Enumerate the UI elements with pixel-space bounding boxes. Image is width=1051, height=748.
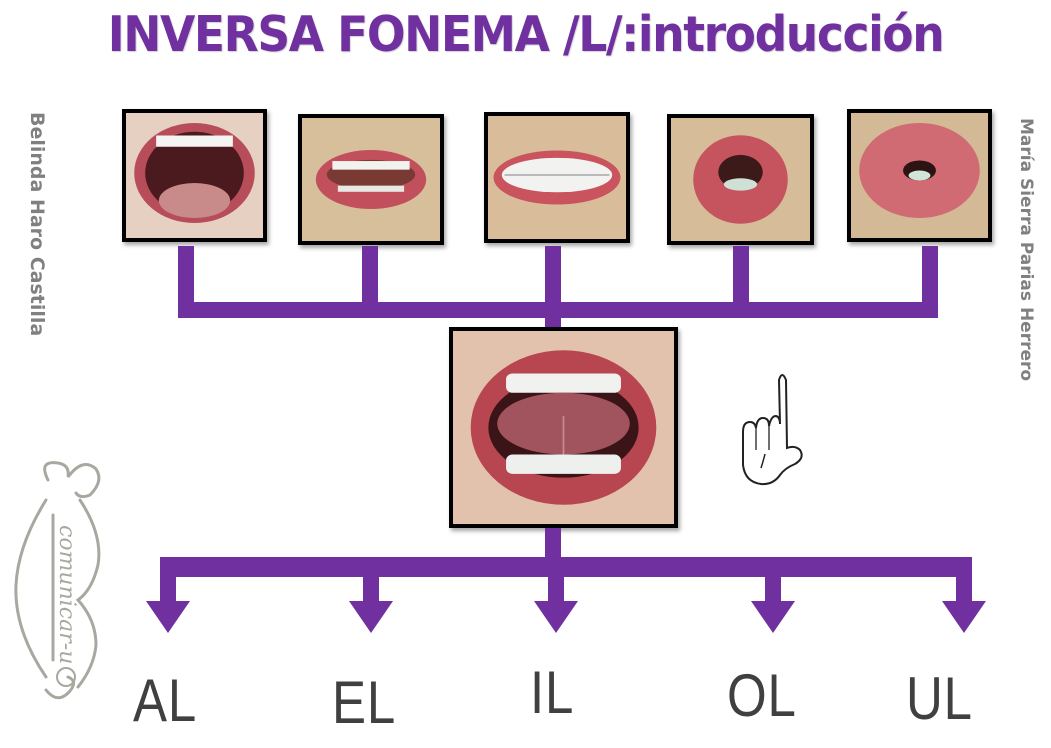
connector-drop-e bbox=[362, 246, 378, 318]
syllable-el: EL bbox=[332, 669, 397, 736]
connector-drop-a bbox=[178, 246, 194, 318]
arrow-shaft-el bbox=[363, 570, 379, 602]
arrow-down-icon bbox=[349, 601, 393, 633]
syllable-il: IL bbox=[530, 659, 575, 726]
photo-mouth-u bbox=[847, 109, 992, 242]
connector-horizontal-top bbox=[178, 302, 938, 318]
arrow-down-icon bbox=[751, 601, 795, 633]
connector-stem-bottom bbox=[545, 528, 561, 560]
arrow-shaft-il bbox=[548, 570, 564, 602]
arrow-down-icon bbox=[534, 601, 578, 633]
arrow-shaft-ol bbox=[765, 570, 781, 602]
photo-mouth-o bbox=[667, 114, 814, 245]
arrow-shaft-al bbox=[160, 570, 176, 602]
author-right: María Sierra Parias Herrero bbox=[1016, 118, 1036, 382]
comunicar-logo-icon: comunicar-u bbox=[14, 461, 101, 700]
mouth-round-icon bbox=[671, 118, 810, 241]
arrow-down-icon bbox=[146, 601, 190, 633]
page-title: INVERSA FONEMA /L/:introducción bbox=[107, 6, 945, 63]
connector-drop-o bbox=[733, 246, 749, 318]
mouth-open-icon bbox=[126, 113, 263, 238]
connector-drop-u bbox=[922, 246, 938, 318]
hand-sign-l-icon bbox=[742, 374, 803, 486]
connector-horizontal-bottom bbox=[160, 557, 972, 577]
mouth-tongue-icon bbox=[453, 331, 674, 524]
syllable-ol: OL bbox=[727, 662, 797, 729]
photo-mouth-e bbox=[298, 114, 444, 245]
mouth-pursed-icon bbox=[851, 113, 988, 238]
arrow-shaft-ul bbox=[956, 570, 972, 602]
photo-mouth-a bbox=[122, 109, 267, 242]
mouth-smile-icon bbox=[302, 118, 440, 241]
photo-mouth-i bbox=[484, 112, 630, 243]
syllable-al: AL bbox=[133, 667, 198, 734]
mouth-wide-smile-icon bbox=[488, 116, 626, 239]
photo-tongue-l bbox=[449, 327, 678, 528]
author-left: Belinda Haro Castilla bbox=[26, 112, 48, 337]
svg-text:comunicar-u: comunicar-u bbox=[54, 525, 79, 664]
arrow-down-icon bbox=[942, 601, 986, 633]
syllable-ul: UL bbox=[906, 665, 973, 732]
